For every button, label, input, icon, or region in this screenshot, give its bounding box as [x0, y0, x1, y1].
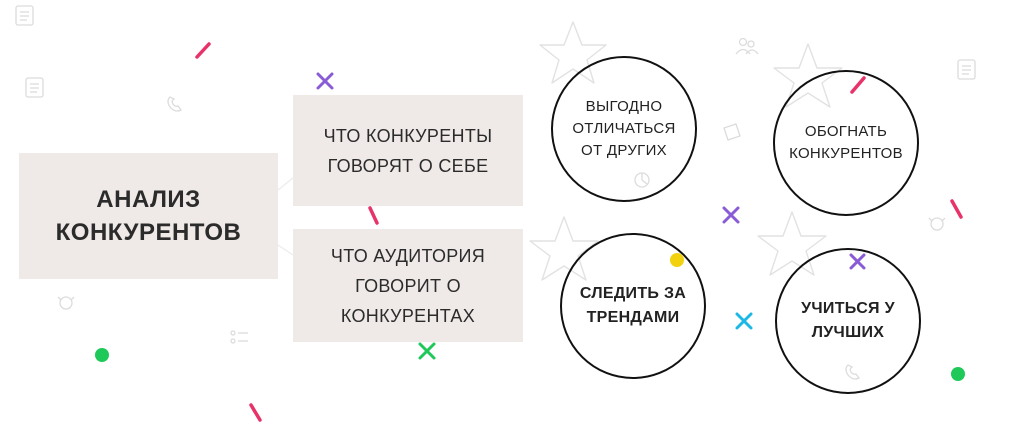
main-topic-label: АНАЛИЗ КОНКУРЕНТОВ — [55, 186, 242, 246]
goal-label: УЧИТЬСЯ У ЛУЧШИХ — [801, 300, 895, 341]
document-icon — [15, 5, 34, 26]
connector-line — [277, 244, 294, 256]
purple-cross — [722, 206, 740, 224]
connector-line — [277, 177, 294, 191]
green-dot — [951, 367, 965, 381]
pink-dash — [195, 42, 211, 59]
goal-label: ОБОГНАТЬ КОНКУРЕНТОВ — [789, 123, 903, 162]
document-icon — [957, 59, 976, 80]
phone-icon — [167, 96, 182, 112]
source-box-audience: ЧТО АУДИТОРИЯ ГОВОРИТ О КОНКУРЕНТАХ — [293, 229, 523, 342]
goal-circle-overtake: ОБОГНАТЬ КОНКУРЕНТОВ — [773, 70, 919, 216]
pink-dash — [368, 206, 379, 225]
main-topic-box: АНАЛИЗ КОНКУРЕНТОВ — [19, 153, 278, 279]
goal-label: СЛЕДИТЬ ЗА ТРЕНДАМИ — [579, 285, 687, 326]
list-icon — [230, 330, 248, 344]
green-cross — [418, 342, 436, 360]
goal-label: ВЫГОДНО ОТЛИЧАТЬСЯ ОТ ДРУГИХ — [572, 98, 676, 159]
pink-dash — [249, 403, 262, 422]
purple-cross — [316, 72, 334, 90]
pink-dash — [950, 199, 963, 219]
source-box-competitors: ЧТО КОНКУРЕНТЫ ГОВОРЯТ О СЕБЕ — [293, 95, 523, 206]
document-icon — [25, 77, 44, 98]
goal-circle-trends: СЛЕДИТЬ ЗА ТРЕНДАМИ — [560, 233, 706, 379]
blue-cross — [735, 312, 753, 330]
source-label: ЧТО КОНКУРЕНТЫ ГОВОРЯТ О СЕБЕ — [323, 125, 493, 176]
source-label: ЧТО АУДИТОРИЯ ГОВОРИТ О КОНКУРЕНТАХ — [330, 245, 486, 326]
bulldog-icon — [928, 217, 946, 231]
bulldog-icon — [57, 296, 75, 310]
green-dot — [95, 348, 109, 362]
goal-circle-differ: ВЫГОДНО ОТЛИЧАТЬСЯ ОТ ДРУГИХ — [551, 56, 697, 202]
bag-icon — [723, 123, 741, 141]
people-icon — [735, 37, 759, 55]
goal-circle-learn: УЧИТЬСЯ У ЛУЧШИХ — [775, 248, 921, 394]
